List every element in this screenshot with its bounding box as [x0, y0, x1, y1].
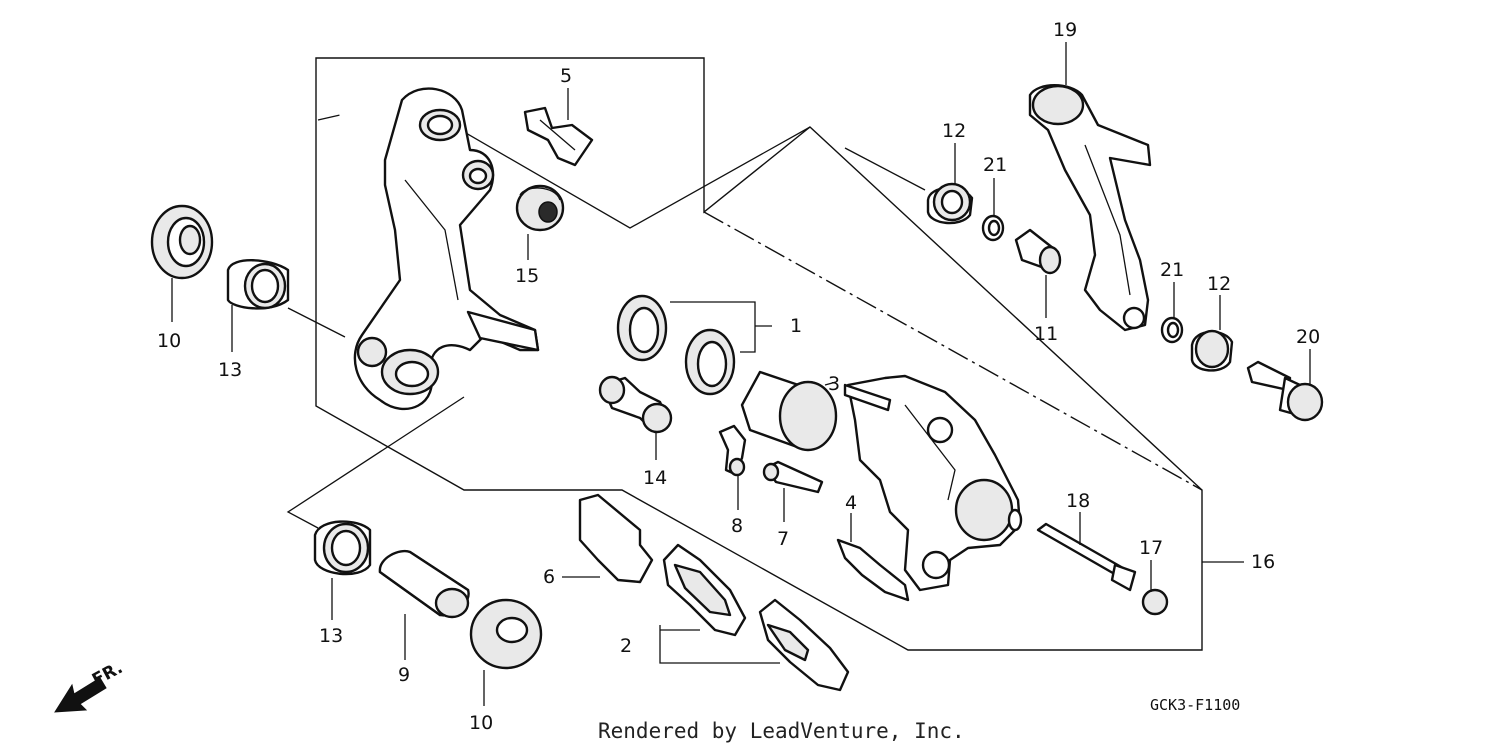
assembly-dash-lines: [286, 114, 1203, 529]
collar-top[interactable]: [226, 259, 290, 310]
callout-18: 18: [1066, 490, 1090, 512]
callout-14: 14: [643, 467, 667, 489]
callout-15: 15: [515, 265, 539, 287]
stopper-arm[interactable]: [1028, 84, 1152, 332]
piston-seal-kit[interactable]: [616, 294, 736, 396]
front-direction-marker: FR.: [54, 658, 126, 713]
collar-12-bottom[interactable]: [1190, 329, 1234, 372]
bleeder-cap[interactable]: [718, 424, 747, 477]
dust-seal-top[interactable]: [150, 204, 214, 280]
callout-21-top: 21: [983, 154, 1007, 176]
pad-spring[interactable]: [523, 106, 594, 167]
callout-13-bottom: 13: [319, 625, 343, 647]
caliper-body[interactable]: [843, 374, 1023, 592]
callout-labels: 1 2 3 4 5 6 7 8 9 10 10 11 12 12 13 13 1…: [157, 19, 1320, 734]
callout-3: 3: [828, 373, 840, 395]
callout-12-bottom: 12: [1207, 273, 1231, 295]
callout-11: 11: [1034, 323, 1058, 345]
pad-retainer-plate[interactable]: [578, 493, 654, 584]
callout-8: 8: [731, 515, 743, 537]
callout-4: 4: [845, 492, 857, 514]
collar-bottom[interactable]: [313, 520, 372, 576]
callout-12-top: 12: [942, 120, 966, 142]
brake-pad-outer[interactable]: [758, 598, 850, 692]
callout-19: 19: [1053, 19, 1077, 41]
brake-pad-inner[interactable]: [662, 543, 747, 637]
callout-21-bottom: 21: [1160, 259, 1184, 281]
callout-6: 6: [543, 566, 555, 588]
callout-10-top: 10: [157, 330, 181, 352]
flange-bolt[interactable]: [1246, 360, 1324, 422]
bushing[interactable]: [1014, 228, 1062, 275]
pin-plug[interactable]: [1141, 588, 1169, 616]
collar-12-top[interactable]: [926, 182, 974, 225]
arrow-icon: [54, 677, 107, 713]
sleeve[interactable]: [378, 549, 470, 619]
caliper-bracket-frame: [315, 57, 1203, 651]
caliper-piston[interactable]: [740, 370, 838, 452]
callout-10-bottom: 10: [469, 712, 493, 734]
callout-16: 16: [1251, 551, 1275, 573]
callout-2: 2: [620, 635, 632, 657]
credit-text: Rendered by LeadVenture, Inc.: [598, 719, 965, 743]
diagram-code: GCK3-F1100: [1150, 696, 1240, 714]
pad-pin[interactable]: [1036, 522, 1137, 592]
callout-7: 7: [777, 528, 789, 550]
bleeder-valve[interactable]: [762, 460, 824, 494]
callout-1: 1: [790, 315, 802, 337]
callout-5: 5: [560, 65, 572, 87]
bracket-boot[interactable]: [515, 184, 565, 232]
callout-20: 20: [1296, 326, 1320, 348]
callout-13-top: 13: [218, 359, 242, 381]
caliper-bracket[interactable]: [353, 87, 540, 411]
leader-lines: [171, 42, 1311, 706]
callout-9: 9: [398, 664, 410, 686]
dust-seal-bottom[interactable]: [469, 598, 543, 670]
callout-17: 17: [1139, 537, 1163, 559]
washer-21-bottom[interactable]: [1160, 316, 1184, 344]
bolt-fitting[interactable]: [598, 375, 673, 434]
washer-21-top[interactable]: [981, 214, 1005, 242]
pad-shim[interactable]: [836, 538, 910, 602]
